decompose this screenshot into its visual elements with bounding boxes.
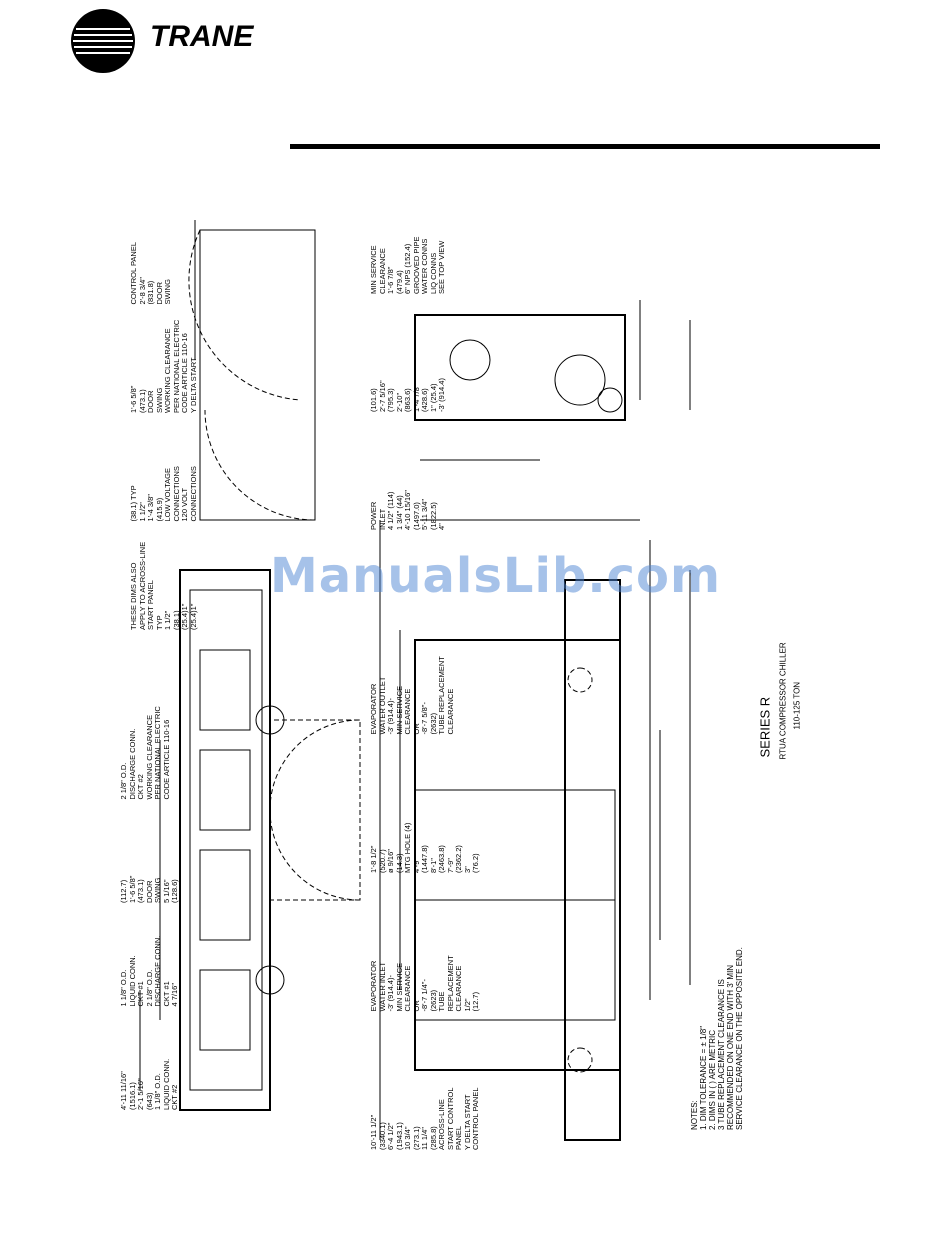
dim-label: (2463.8) <box>437 845 446 873</box>
dim-label: CONTROL PANEL <box>471 1087 480 1150</box>
dim-label: (76.2) <box>471 853 480 873</box>
dim-label: 4" <box>437 523 446 530</box>
dim-label: Y DELTA START <box>188 357 198 413</box>
model-title: RTUA COMPRESSOR CHILLER <box>778 642 788 760</box>
dim-label: CKT #2 <box>170 1084 179 1110</box>
dim-label: CLEARANCE <box>445 688 455 735</box>
watermark: ManualsLib.com <box>270 548 721 604</box>
dim-label: CONNECTIONS <box>188 466 198 522</box>
top-view-labels: 4'-11 11/16" (1516.1) 2'-1 5/16" (643) 1… <box>119 700 350 1120</box>
dim-label: (2362.2) <box>454 845 463 873</box>
dim-label: CODE ARTICLE 110-16 <box>161 719 171 800</box>
dim-label: CLEARANCE <box>454 965 463 1012</box>
dim-label: CLEARANCE <box>403 688 412 735</box>
dim-label: -3' (914.4) <box>437 378 446 412</box>
front-view-labels: 10'-11 1/2" (3340.1) 6'-4 1/2" (1943.1) … <box>369 600 730 1160</box>
dim-label: MTG HOLE (4) <box>403 822 412 873</box>
dim-label: (12.7) <box>471 991 480 1012</box>
trane-logo-icon <box>71 9 135 73</box>
dim-label: (128.6) <box>170 879 179 903</box>
dim-label: (25.4)1" <box>188 603 198 630</box>
end-view-labels: POWER INLET 4 1/2" (114) 1 3/4" (44) 4'-… <box>369 180 730 540</box>
header-rule <box>290 144 880 149</box>
brand-name: TRANE <box>150 20 254 53</box>
note-line: SERVICE CLEARANCE ON THE OPPOSITE END. <box>735 947 744 1130</box>
tonnage-title: 110-125 TON <box>792 681 802 730</box>
dim-label: (1822.5) <box>428 502 438 530</box>
series-title: SERIES R <box>757 696 773 758</box>
dim-label: 4 7/16" <box>170 982 179 1007</box>
page-header: TRANE <box>0 0 950 150</box>
title-block: SERIES R RTUA COMPRESSOR CHILLER 110-125… <box>740 640 810 760</box>
dim-label: SEE TOP VIEW <box>437 240 446 294</box>
dim-label: (1447.8) <box>420 845 429 873</box>
dim-label: CLEARANCE <box>403 965 412 1012</box>
dim-label: SWING <box>163 279 172 305</box>
